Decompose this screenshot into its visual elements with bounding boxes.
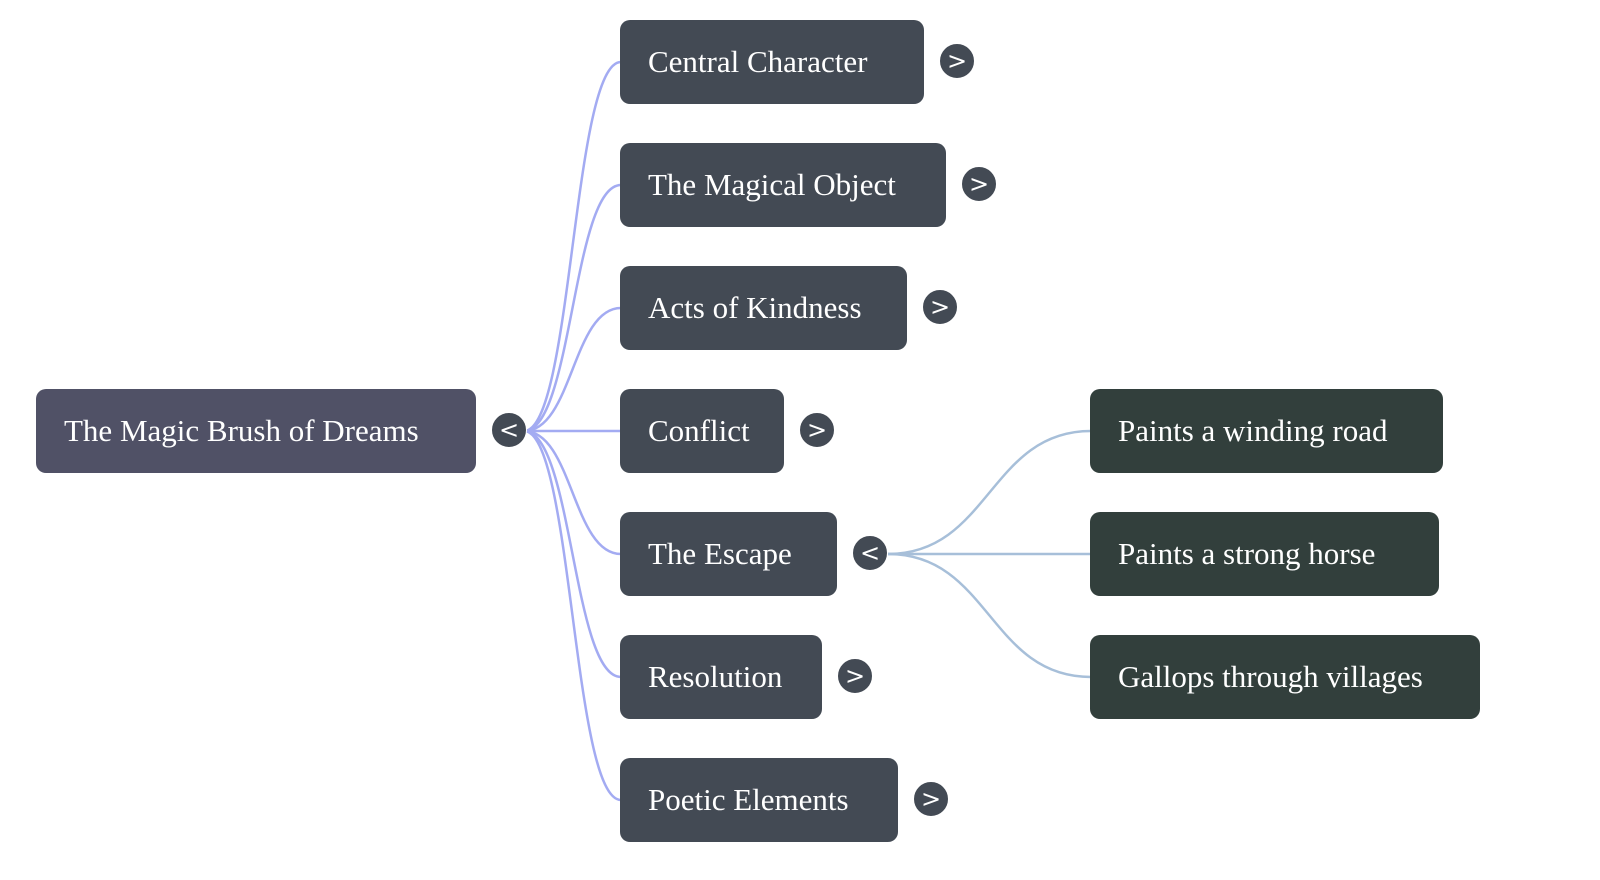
root-link-6 bbox=[523, 429, 622, 802]
escape-link-0 bbox=[887, 429, 1092, 556]
expand-toggle-resolution[interactable]: > bbox=[837, 658, 873, 694]
branch-label: Conflict bbox=[648, 413, 750, 448]
root-node[interactable]: The Magic Brush of Dreams bbox=[36, 389, 476, 473]
branch-node-magical-object[interactable]: The Magical Object bbox=[620, 143, 946, 227]
branch-node-the-escape[interactable]: The Escape bbox=[620, 512, 837, 596]
leaf-node-winding-road[interactable]: Paints a winding road bbox=[1090, 389, 1443, 473]
branch-node-acts-of-kindness[interactable]: Acts of Kindness bbox=[620, 266, 907, 350]
expand-toggle-central-character[interactable]: > bbox=[939, 43, 975, 79]
root-link-2 bbox=[523, 306, 622, 433]
leaf-label: Gallops through villages bbox=[1118, 659, 1423, 694]
expand-toggle-acts-of-kindness[interactable]: > bbox=[922, 289, 958, 325]
root-node-label: The Magic Brush of Dreams bbox=[64, 413, 419, 448]
expand-toggle-magical-object[interactable]: > bbox=[961, 166, 997, 202]
branch-label: The Magical Object bbox=[648, 167, 896, 202]
leaf-node-gallops-villages[interactable]: Gallops through villages bbox=[1090, 635, 1480, 719]
leaf-label: Paints a strong horse bbox=[1118, 536, 1376, 571]
branch-node-poetic-elements[interactable]: Poetic Elements bbox=[620, 758, 898, 842]
branch-label: Poetic Elements bbox=[648, 782, 849, 817]
branch-node-conflict[interactable]: Conflict bbox=[620, 389, 784, 473]
expand-toggle-conflict[interactable]: > bbox=[799, 412, 835, 448]
escape-link-2 bbox=[887, 552, 1092, 679]
leaf-label: Paints a winding road bbox=[1118, 413, 1388, 448]
branch-label: Acts of Kindness bbox=[648, 290, 862, 325]
branch-label: Central Character bbox=[648, 44, 868, 79]
collapse-toggle-the-escape[interactable]: < bbox=[852, 535, 888, 571]
root-link-1 bbox=[523, 183, 622, 433]
root-link-5 bbox=[523, 429, 622, 679]
expand-toggle-poetic-elements[interactable]: > bbox=[913, 781, 949, 817]
branch-node-resolution[interactable]: Resolution bbox=[620, 635, 822, 719]
branch-node-central-character[interactable]: Central Character bbox=[620, 20, 924, 104]
branch-label: Resolution bbox=[648, 659, 783, 694]
collapse-root-toggle[interactable]: < bbox=[491, 412, 527, 448]
branch-label: The Escape bbox=[648, 536, 792, 571]
root-link-4 bbox=[523, 429, 622, 556]
leaf-node-strong-horse[interactable]: Paints a strong horse bbox=[1090, 512, 1439, 596]
root-link-0 bbox=[523, 60, 622, 433]
